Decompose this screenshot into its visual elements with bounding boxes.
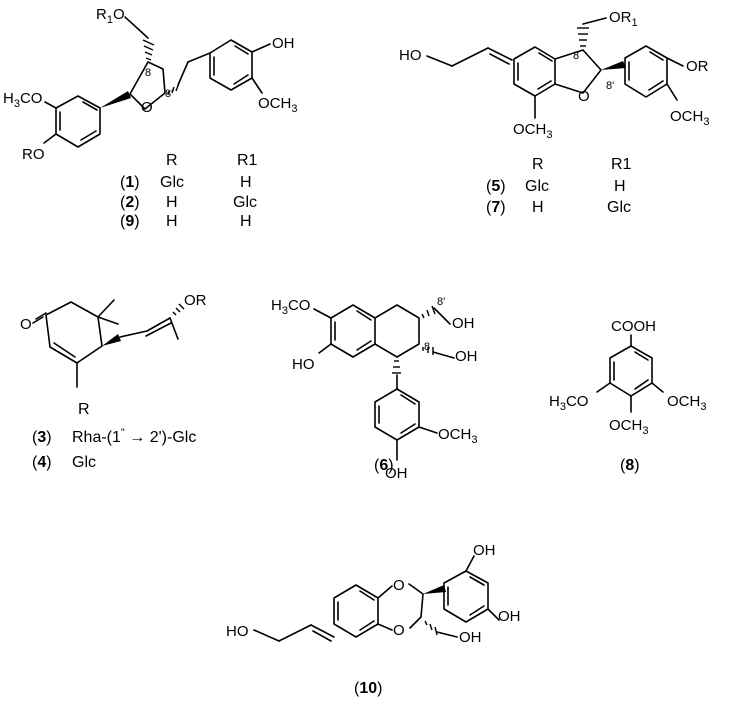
table-row: (3): [32, 429, 52, 446]
compound-id-label: (8): [620, 457, 640, 474]
table-header-r: R: [166, 152, 178, 169]
table-row: (1): [120, 174, 140, 191]
or-label: OR: [686, 58, 709, 75]
structure-compound-6: H3CO OH HO OH OCH3 OH 8 8' (6): [271, 296, 478, 482]
oh-right-label: OH: [498, 608, 521, 625]
c8p-label: 8': [606, 80, 614, 92]
table-cell-r: H: [166, 194, 178, 211]
ho-label: HO: [226, 623, 249, 640]
table-row: (4): [32, 454, 52, 471]
och3-right-label: OCH3: [670, 108, 709, 128]
c8p-label: 8': [437, 296, 445, 308]
or1-label: OR1: [609, 9, 638, 29]
table-cell-r: Glc: [525, 178, 549, 195]
oh-top-label: OH: [473, 542, 496, 559]
table-row: (5): [486, 178, 506, 195]
c8p-label: 8': [165, 88, 173, 100]
table-cell-r: Glc: [72, 454, 96, 471]
r1o-label: R1O: [96, 6, 125, 26]
ho-label: HO: [292, 356, 315, 373]
oh-label: OH: [272, 35, 295, 52]
oh-mid-label: OH: [455, 348, 478, 365]
table-row: (9): [120, 213, 140, 230]
och3-bottom-label: OCH3: [513, 121, 552, 141]
cooh-label: COOH: [611, 318, 656, 335]
table-cell-r1: H: [614, 178, 626, 195]
och3-label: OCH3: [438, 426, 477, 446]
table-header-r1: R1: [611, 156, 632, 173]
c8-label: 8: [145, 67, 151, 79]
table-row: (2): [120, 194, 140, 211]
och3-label: OCH3: [258, 95, 297, 115]
table-header-r: R: [78, 401, 90, 418]
structure-group-1: R1O OH H3CO O RO OCH3 8 8' R R1 (1) Glc …: [3, 6, 297, 230]
compound-id-label: (6): [374, 457, 394, 474]
oh-top-label: OH: [452, 315, 475, 332]
ring-oxygen-label: O: [578, 88, 590, 105]
table-cell-r1: H: [240, 213, 252, 230]
table-cell-r1: H: [240, 174, 252, 191]
ho-label: HO: [399, 47, 422, 64]
substituent-table-2: R R1 (5) Glc H (7) H Glc: [486, 156, 632, 216]
o-top-label: O: [393, 577, 405, 594]
h3co-label: H3CO: [549, 393, 588, 413]
structure-compound-8: COOH H3CO OCH3 OCH3 (8): [549, 318, 706, 474]
substituent-table-1: R R1 (1) Glc H (2) H Glc (9) H H: [120, 152, 258, 230]
och3-bottom-label: OCH3: [609, 417, 648, 437]
table-cell-r: Rha-(1" → 2')-Glc: [72, 427, 196, 446]
table-header-r1: R1: [237, 152, 258, 169]
c8-label: 8: [573, 50, 579, 62]
oh-side-label: OH: [459, 629, 482, 646]
table-cell-r1: Glc: [607, 199, 631, 216]
ro-label: RO: [22, 146, 45, 163]
ketone-oxygen-label: O: [20, 316, 32, 333]
or-label: OR: [184, 292, 207, 309]
oh-bottom-label: OH: [385, 465, 408, 482]
h3co-label: H3CO: [271, 297, 310, 317]
substituent-table-3: R (3) Rha-(1" → 2')-Glc (4) Glc: [32, 401, 196, 471]
table-cell-r1: Glc: [233, 194, 257, 211]
table-cell-r: Glc: [160, 174, 184, 191]
och3-right-label: OCH3: [667, 393, 706, 413]
table-header-r: R: [532, 156, 544, 173]
h3co-label: H3CO: [3, 90, 42, 110]
table-cell-r: H: [166, 213, 178, 230]
c8-label: 8: [424, 341, 430, 353]
table-row: (7): [486, 199, 506, 216]
structure-group-3: O OR R (3) Rha-(1" → 2')-Glc (4) Glc: [20, 292, 207, 471]
ring-oxygen-label: O: [141, 99, 153, 116]
structure-compound-10: OH OH O O HO OH (10): [226, 542, 521, 697]
compound-id-label: (10): [354, 680, 382, 697]
o-bottom-label: O: [393, 622, 405, 639]
structure-group-2: OR1 HO OR O OCH3 OCH3 8 8' R R1 (5) Glc …: [399, 9, 709, 216]
table-cell-r: H: [532, 199, 544, 216]
